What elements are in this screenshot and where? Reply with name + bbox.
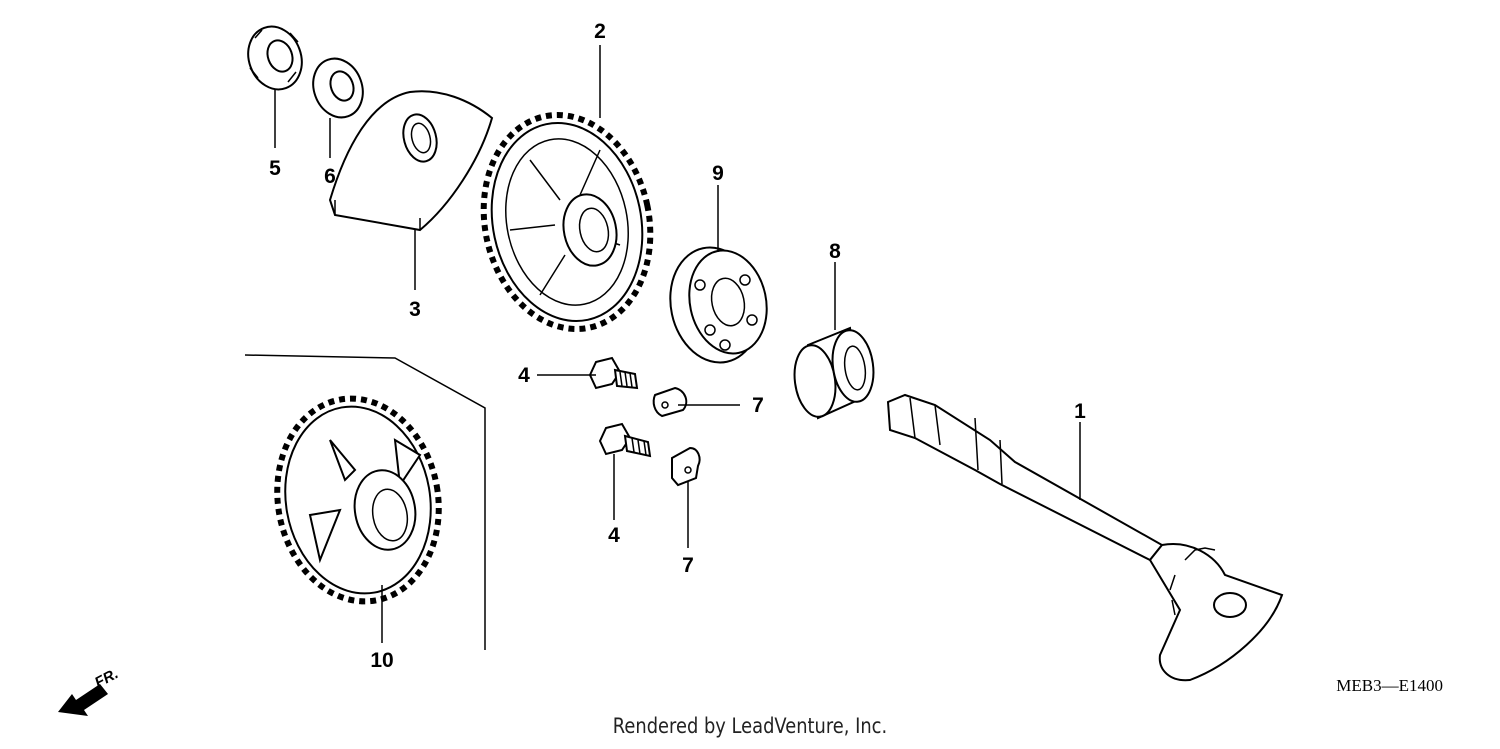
callout-8: 8 <box>829 240 841 263</box>
callout-1: 1 <box>1074 400 1086 423</box>
callout-2: 2 <box>594 20 606 43</box>
part-4-bolt-lower[interactable] <box>598 422 652 458</box>
callout-9: 9 <box>712 162 724 185</box>
part-10-gear[interactable] <box>244 354 486 650</box>
callout-10: 10 <box>370 649 393 672</box>
part-6-washer[interactable] <box>305 52 371 125</box>
callout-4-upper: 4 <box>518 364 530 387</box>
part-1-shaft[interactable] <box>886 393 1284 682</box>
part-2-large-gear[interactable] <box>464 99 669 344</box>
callout-7-upper: 7 <box>752 394 764 417</box>
part-4-bolt-upper[interactable] <box>588 356 639 390</box>
part-9-bearing[interactable] <box>660 239 776 371</box>
callout-6: 6 <box>324 165 336 188</box>
part-8-needle-bearing[interactable] <box>790 326 878 420</box>
part-3-plate[interactable] <box>328 90 494 232</box>
footer-credit: Rendered by LeadVenture, Inc. <box>612 714 888 738</box>
part-7-clip-lower[interactable] <box>671 446 701 487</box>
arrow-left-down-icon <box>58 684 108 716</box>
callout-3: 3 <box>409 298 421 321</box>
callout-4-lower: 4 <box>608 524 620 547</box>
callout-7-lower: 7 <box>682 554 694 577</box>
leader-lines <box>274 45 1081 643</box>
part-5-castle-nut[interactable] <box>240 19 311 97</box>
part-7-clip-upper[interactable] <box>652 386 688 418</box>
callout-5: 5 <box>269 157 281 180</box>
diagram-code: MEB3—E1400 <box>1336 676 1443 695</box>
